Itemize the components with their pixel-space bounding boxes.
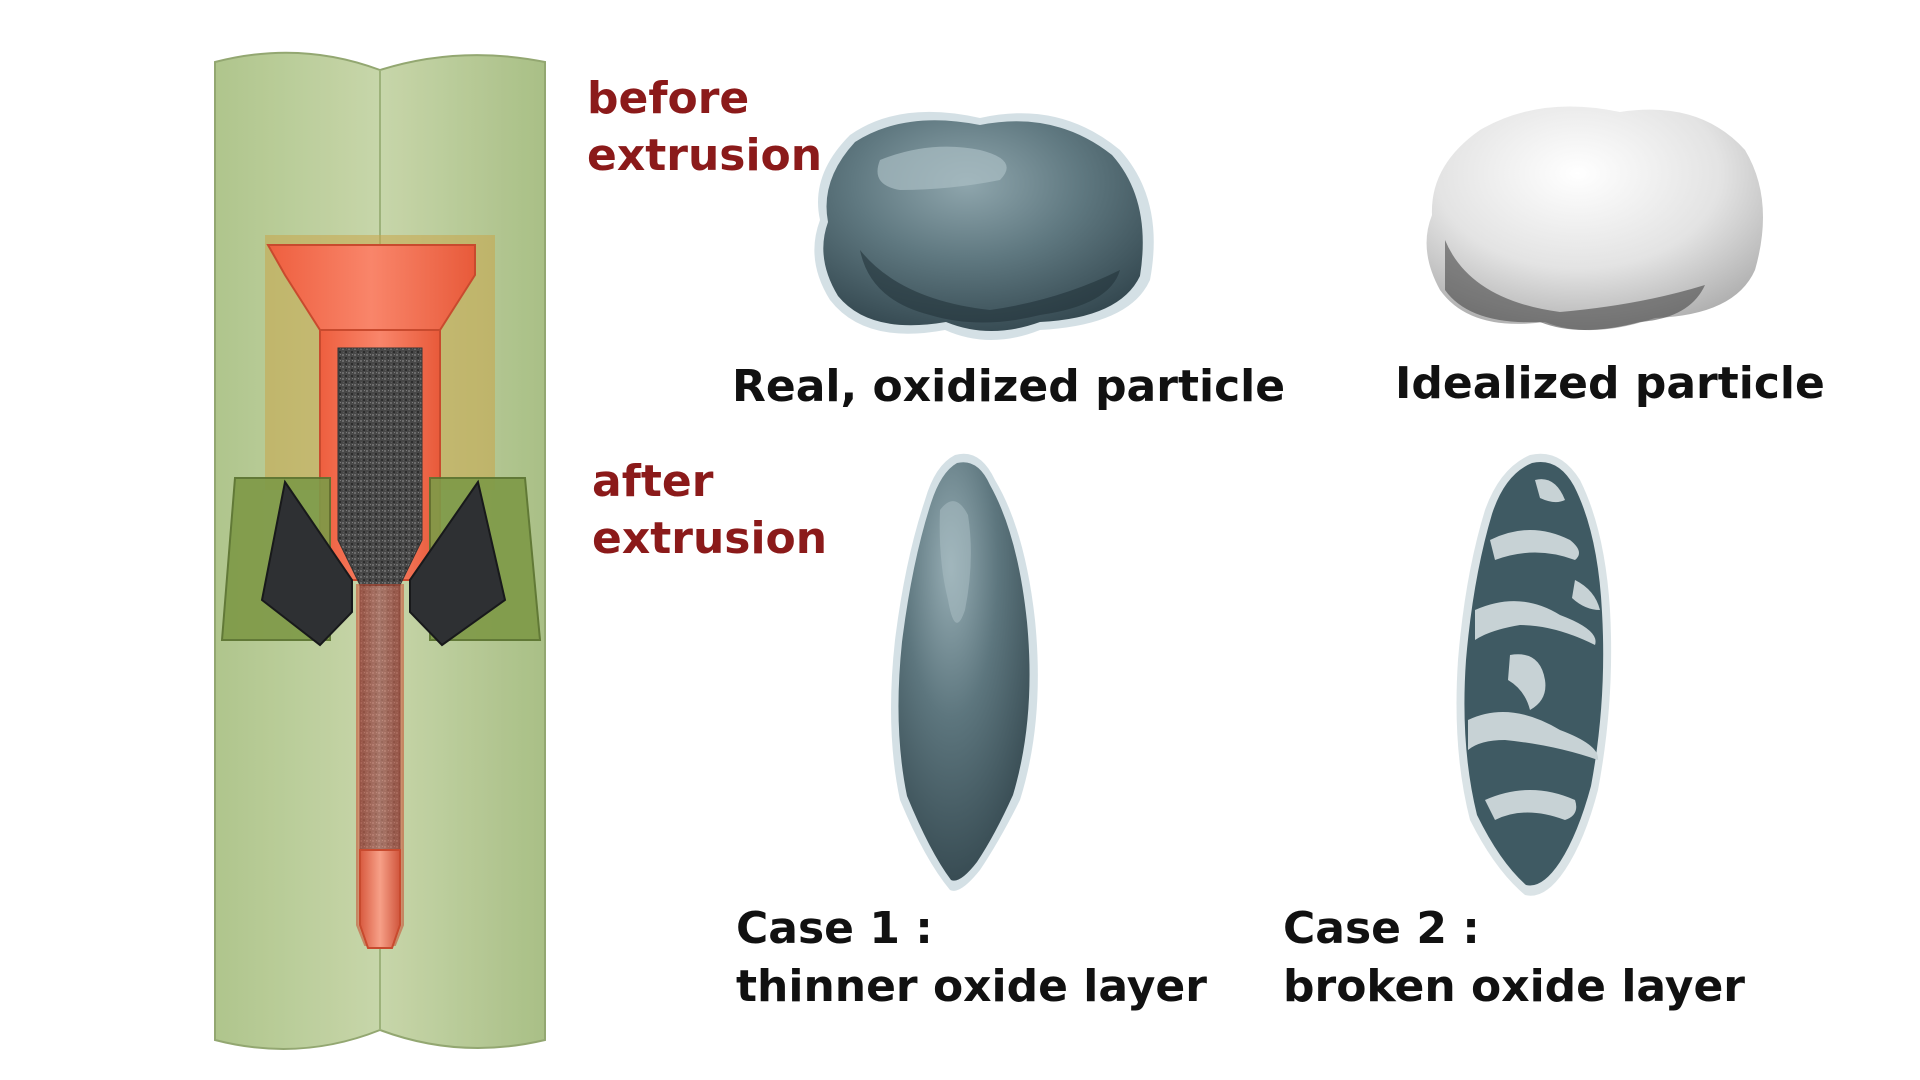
real-particle-caption: Real, oxidized particle bbox=[732, 361, 1286, 412]
case1-caption: Case 1 : thinner oxide layer bbox=[736, 903, 1207, 1012]
ideal-particle-shadow bbox=[1445, 240, 1705, 330]
real-oxidized-particle bbox=[814, 111, 1154, 340]
case2-crack bbox=[1475, 601, 1596, 645]
extrusion-container bbox=[214, 51, 546, 1050]
after-extrusion-label: after extrusion bbox=[592, 456, 828, 564]
case2-crack bbox=[1508, 654, 1546, 710]
particle-shadow bbox=[860, 250, 1120, 323]
die-wedge-left bbox=[260, 479, 353, 647]
ideal-particle-caption: Idealized particle bbox=[1395, 358, 1825, 409]
case2-cracks bbox=[1468, 479, 1600, 820]
case2-crack bbox=[1485, 790, 1577, 820]
case2-crack bbox=[1572, 580, 1600, 610]
ideal-particle-body bbox=[1426, 106, 1763, 331]
case1-particle-body bbox=[898, 462, 1030, 881]
case2-caption: Case 2 : broken oxide layer bbox=[1283, 903, 1745, 1012]
case2-particle bbox=[1456, 453, 1612, 896]
case2-crack bbox=[1535, 479, 1565, 503]
rod-tip bbox=[359, 849, 401, 949]
case1-particle bbox=[891, 453, 1038, 891]
die-wedge-right bbox=[409, 479, 507, 647]
idealized-particle bbox=[1426, 106, 1763, 331]
before-extrusion-label: before extrusion bbox=[587, 73, 823, 181]
case1-highlight bbox=[939, 501, 971, 623]
particle-highlight bbox=[877, 146, 1007, 190]
case2-crack bbox=[1468, 712, 1599, 760]
case2-crack bbox=[1490, 530, 1579, 560]
